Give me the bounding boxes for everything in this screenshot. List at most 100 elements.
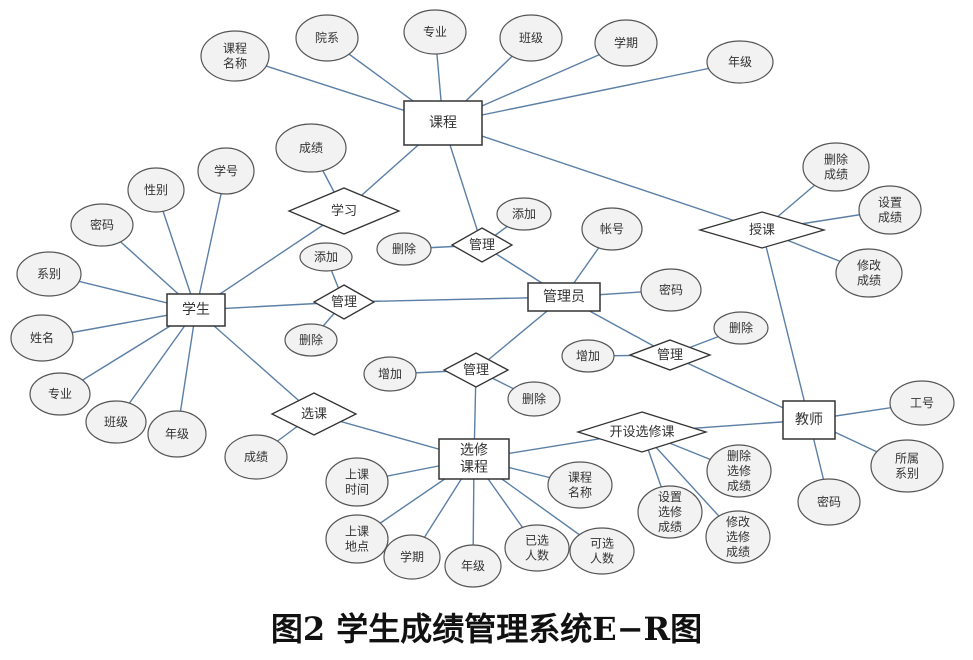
attribute-label: 年级 bbox=[165, 427, 189, 441]
relationship-label: 开设选修课 bbox=[609, 425, 674, 440]
entity-box bbox=[527, 282, 601, 312]
attribute-a_score_study: 成绩 bbox=[275, 123, 347, 173]
attribute-a_tid: 工号 bbox=[889, 380, 955, 426]
attribute-ellipse bbox=[284, 323, 338, 357]
attribute-a_del1: 删除 bbox=[376, 232, 432, 266]
attribute-ellipse bbox=[581, 207, 643, 251]
attribute-a_sgrade: 年级 bbox=[147, 410, 207, 458]
attribute-a_add2: 添加 bbox=[299, 242, 353, 272]
entity-elective: 选修课程 bbox=[438, 438, 510, 480]
attribute-ellipse bbox=[705, 510, 771, 564]
attribute-ellipse bbox=[224, 434, 288, 480]
attribute-label: 设置选修成绩 bbox=[658, 490, 682, 534]
relationship-label: 管理 bbox=[469, 238, 495, 253]
attribute-label: 成绩 bbox=[244, 450, 268, 464]
attribute-label: 专业 bbox=[423, 24, 447, 39]
attribute-ellipse bbox=[713, 311, 769, 345]
attribute-label: 班级 bbox=[519, 31, 543, 45]
attribute-a_inc: 增加 bbox=[363, 356, 417, 392]
attribute-a_account: 帐号 bbox=[581, 207, 643, 251]
attribute-ellipse bbox=[835, 248, 903, 298]
attribute-ellipse bbox=[870, 439, 944, 493]
attribute-a_place: 上课地点 bbox=[325, 514, 389, 564]
attribute-a_term_c: 学期 bbox=[594, 19, 658, 67]
relationship-r_select: 选课 bbox=[270, 392, 358, 436]
relationship-label: 管理 bbox=[657, 348, 683, 363]
attribute-ellipse bbox=[797, 478, 861, 526]
attribute-label: 年级 bbox=[461, 559, 485, 573]
attribute-ellipse bbox=[444, 544, 502, 588]
attribute-ellipse bbox=[706, 40, 774, 84]
relationship-r_study: 学习 bbox=[287, 187, 401, 235]
entity-box bbox=[438, 438, 510, 480]
attribute-a_dept: 院系 bbox=[295, 14, 359, 62]
attribute-ellipse bbox=[376, 232, 432, 266]
entity-label: 选修课程 bbox=[460, 443, 488, 476]
attribute-label: 添加 bbox=[512, 207, 536, 221]
attribute-label: 班级 bbox=[104, 415, 128, 429]
edge-r_teach-teacher bbox=[761, 229, 810, 421]
relationship-label: 选课 bbox=[301, 407, 327, 422]
attribute-label: 性别 bbox=[144, 183, 168, 197]
relationship-diamond bbox=[450, 227, 514, 263]
relationship-r_manage3: 管理 bbox=[442, 352, 510, 388]
er-diagram: 课程名称院系专业班级学期年级成绩学号性别密码系别姓名专业班级年级添加删除添加删除… bbox=[10, 9, 955, 588]
attribute-a_modscore: 修改成绩 bbox=[835, 248, 903, 298]
attribute-label: 上课时间 bbox=[345, 468, 369, 497]
relationship-diamond bbox=[575, 411, 709, 453]
attribute-a_class_c: 班级 bbox=[499, 14, 563, 62]
attribute-ellipse bbox=[147, 410, 207, 458]
attribute-ellipse bbox=[200, 30, 270, 82]
attribute-ellipse bbox=[889, 380, 955, 426]
attribute-a_egrade: 年级 bbox=[444, 544, 502, 588]
attribute-a_sname: 姓名 bbox=[10, 314, 74, 362]
attribute-a_selected: 已选人数 bbox=[504, 524, 570, 572]
attribute-label: 年级 bbox=[728, 55, 752, 69]
attribute-a_tdept: 所属系别 bbox=[870, 439, 944, 493]
attribute-a_avail: 可选人数 bbox=[569, 527, 635, 575]
attribute-ellipse bbox=[70, 203, 134, 247]
attribute-label: 增加 bbox=[576, 349, 600, 363]
edge-student-r_select bbox=[195, 309, 315, 415]
attribute-a_add4: 增加 bbox=[561, 339, 615, 373]
relationship-diamond bbox=[287, 187, 401, 235]
attribute-ellipse bbox=[295, 14, 359, 62]
attribute-ellipse bbox=[858, 185, 922, 235]
relationship-diamond bbox=[442, 352, 510, 388]
attribute-a_del4: 删除 bbox=[713, 311, 769, 345]
relationship-diamond bbox=[312, 284, 376, 320]
attribute-ellipse bbox=[802, 142, 870, 192]
attribute-label: 删除 bbox=[729, 320, 753, 335]
attribute-a_sid: 学号 bbox=[197, 147, 255, 195]
attribute-label: 工号 bbox=[910, 396, 934, 410]
attribute-label: 成绩 bbox=[299, 141, 323, 155]
entity-label: 教师 bbox=[795, 412, 823, 428]
attribute-label: 学期 bbox=[614, 35, 638, 50]
attribute-a_pwd_s: 密码 bbox=[70, 203, 134, 247]
entity-student: 学生 bbox=[166, 293, 226, 327]
nodes: 课程名称院系专业班级学期年级成绩学号性别密码系别姓名专业班级年级添加删除添加删除… bbox=[10, 9, 955, 588]
attribute-label: 删除成绩 bbox=[824, 152, 848, 182]
attribute-ellipse bbox=[403, 9, 467, 55]
attribute-label: 添加 bbox=[314, 250, 338, 264]
attribute-label: 姓名 bbox=[30, 330, 54, 345]
entity-box bbox=[166, 293, 226, 327]
attribute-ellipse bbox=[706, 444, 772, 498]
attribute-label: 课程名称 bbox=[223, 41, 247, 71]
attribute-a_grade_c: 年级 bbox=[706, 40, 774, 84]
attribute-label: 上课地点 bbox=[345, 525, 369, 554]
relationship-r_teach: 授课 bbox=[697, 211, 827, 249]
attribute-ellipse bbox=[504, 524, 570, 572]
attribute-a_gender: 性别 bbox=[127, 167, 185, 213]
attribute-label: 密码 bbox=[659, 282, 683, 297]
attribute-label: 帐号 bbox=[600, 221, 624, 236]
attribute-a_time: 上课时间 bbox=[325, 457, 389, 507]
attribute-a_add1: 添加 bbox=[496, 197, 552, 231]
attribute-label: 设置成绩 bbox=[878, 196, 902, 225]
attribute-label: 删除 bbox=[392, 241, 416, 256]
relationship-diamond bbox=[697, 211, 827, 249]
attribute-a_delscore: 删除成绩 bbox=[802, 142, 870, 192]
attribute-a_eterm: 学期 bbox=[383, 534, 441, 580]
attribute-ellipse bbox=[594, 19, 658, 67]
attribute-a_sclass: 班级 bbox=[85, 400, 147, 444]
